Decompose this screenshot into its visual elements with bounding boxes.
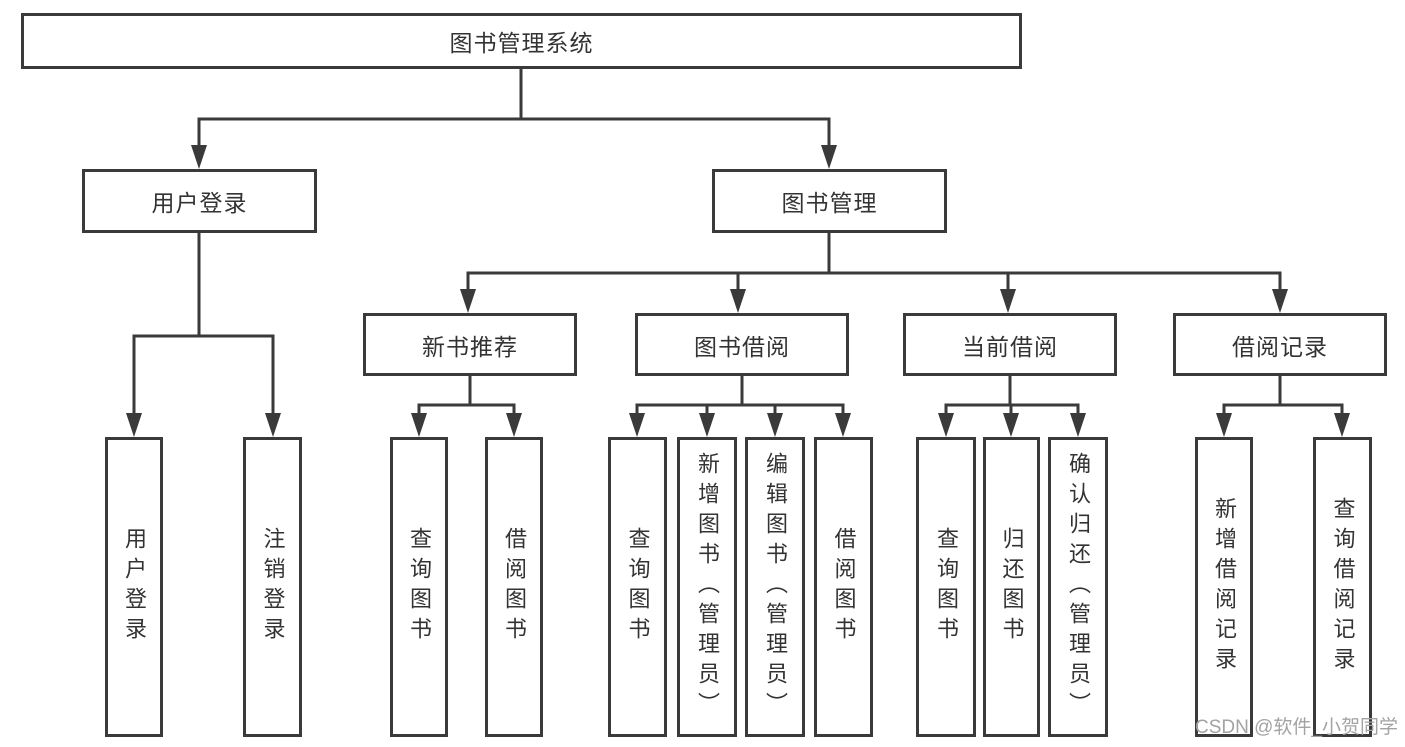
- leaf-confirm-return-admin-label: 确认归还（管理员）: [1066, 452, 1091, 722]
- leaf-rec-borrow-books: 借阅图书: [485, 437, 543, 737]
- leaf-borrow-books-label: 借阅图书: [831, 527, 857, 647]
- node-borrow-records: 借阅记录: [1173, 313, 1387, 376]
- leaf-borrow-query-books: 查询图书: [608, 437, 667, 737]
- leaf-return-books-label: 归还图书: [999, 527, 1025, 647]
- leaf-edit-books-admin-label: 编辑图书（管理员）: [763, 452, 788, 722]
- leaf-rec-query-books: 查询图书: [390, 437, 448, 737]
- leaf-query-borrow-record: 查询借阅记录: [1313, 437, 1372, 737]
- node-book-borrow-label: 图书借阅: [694, 333, 790, 360]
- node-user-login-label: 用户登录: [151, 190, 248, 216]
- watermark: CSDN @软件_小贺同学: [1195, 717, 1398, 738]
- leaf-user-login: 用户登录: [105, 437, 163, 737]
- leaf-add-books-admin: 新增图书（管理员）: [677, 437, 737, 737]
- node-new-book-recommend-label: 新书推荐: [422, 333, 518, 360]
- node-book-management: 图书管理: [712, 169, 947, 233]
- node-new-book-recommend: 新书推荐: [363, 313, 577, 376]
- leaf-borrow-query-books-label: 查询图书: [625, 527, 651, 647]
- leaf-borrow-books: 借阅图书: [814, 437, 873, 737]
- leaf-rec-query-books-label: 查询图书: [407, 527, 432, 647]
- leaf-logout-label: 注销登录: [260, 527, 286, 647]
- node-user-login: 用户登录: [82, 169, 317, 233]
- leaf-add-borrow-record: 新增借阅记录: [1195, 437, 1253, 737]
- node-current-borrow-label: 当前借阅: [962, 333, 1058, 360]
- node-book-borrow: 图书借阅: [635, 313, 849, 376]
- leaf-current-query-books-label: 查询图书: [934, 527, 959, 647]
- node-root-label: 图书管理系统: [449, 30, 594, 56]
- leaf-return-books: 归还图书: [983, 437, 1040, 737]
- leaf-rec-borrow-books-label: 借阅图书: [502, 527, 527, 647]
- node-root: 图书管理系统: [21, 13, 1022, 69]
- leaf-current-query-books: 查询图书: [916, 437, 976, 737]
- arrowheads: [126, 145, 1350, 437]
- node-borrow-records-label: 借阅记录: [1232, 333, 1328, 360]
- leaf-add-books-admin-label: 新增图书（管理员）: [695, 452, 720, 722]
- leaf-logout: 注销登录: [243, 437, 302, 737]
- node-book-management-label: 图书管理: [781, 190, 878, 216]
- leaf-add-borrow-record-label: 新增借阅记录: [1212, 497, 1237, 677]
- leaf-confirm-return-admin: 确认归还（管理员）: [1048, 437, 1108, 737]
- node-current-borrow: 当前借阅: [903, 313, 1117, 376]
- leaf-user-login-label: 用户登录: [122, 527, 147, 647]
- leaf-query-borrow-record-label: 查询借阅记录: [1330, 497, 1356, 677]
- leaf-edit-books-admin: 编辑图书（管理员）: [745, 437, 805, 737]
